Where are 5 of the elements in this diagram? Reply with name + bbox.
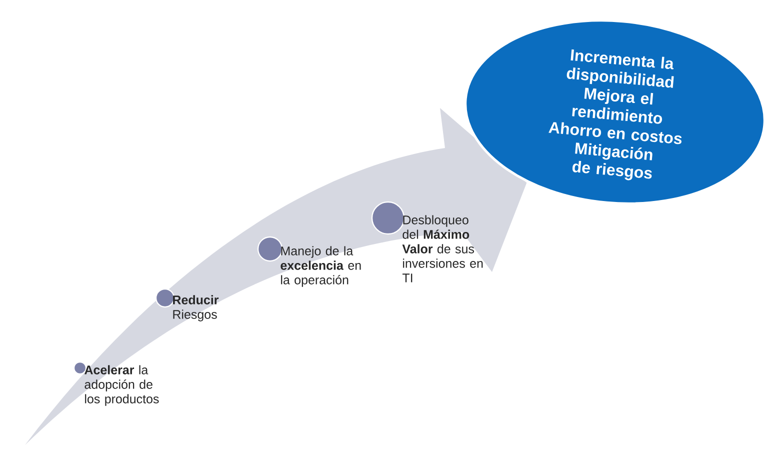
step-text: Acelerar la adopción de los productos	[84, 365, 159, 406]
step-text: Desbloqueo del Máximo Valor de sus inversiones en TI	[402, 215, 483, 282]
step-text: Reducir Riesgos	[173, 295, 219, 322]
step-text: Manejo de la excelencia en la operación	[280, 246, 361, 287]
curved-arrow	[25, 108, 527, 445]
